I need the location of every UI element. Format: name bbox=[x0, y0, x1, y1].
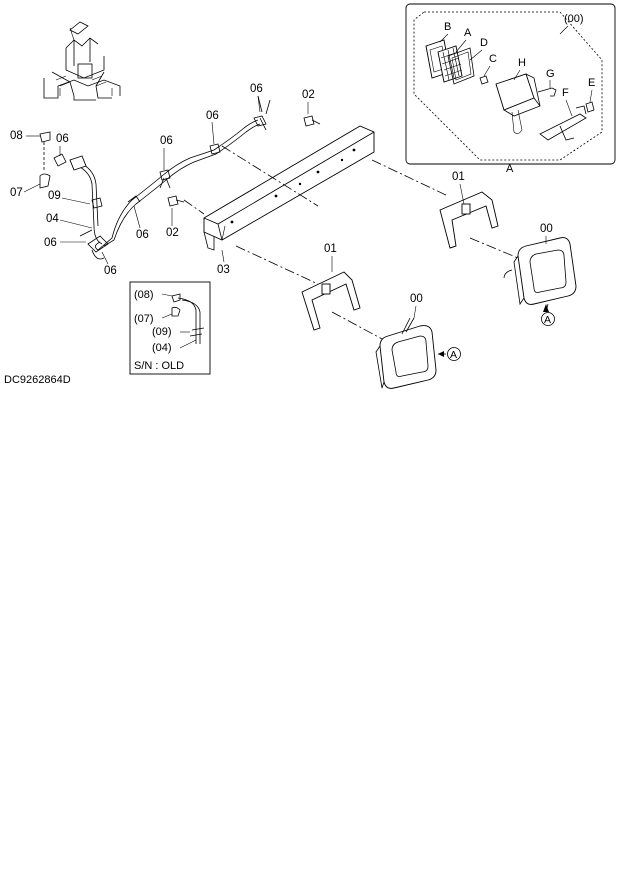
old-serial-box: (08) (07) (09) (04) S/N : OLD bbox=[129, 281, 211, 375]
assembly-lines bbox=[183, 145, 519, 341]
callout-01-a: 01 bbox=[452, 171, 465, 183]
machine-location-thumbnail bbox=[43, 21, 121, 101]
callout-b: B bbox=[444, 21, 451, 33]
callout-h: H bbox=[518, 57, 526, 69]
callout-06-c: 06 bbox=[104, 265, 117, 277]
callout-d: D bbox=[480, 37, 488, 49]
bolt-upper: 02 bbox=[302, 89, 321, 127]
callout-e: E bbox=[588, 77, 595, 89]
callout-c: C bbox=[489, 53, 497, 65]
callout-00-a: 00 bbox=[540, 223, 553, 235]
mounting-frame: 03 bbox=[203, 125, 375, 276]
callout-09: 09 bbox=[48, 190, 61, 202]
callout-06-d: 06 bbox=[136, 229, 149, 241]
callout-00-top: (00) bbox=[564, 13, 584, 25]
detail-a-box: (00) B A D C H G bbox=[405, 3, 616, 175]
callout-06-e: 06 bbox=[160, 135, 173, 147]
wire-harness: 08 06 07 09 04 06 06 06 06 06 06 bbox=[10, 83, 271, 277]
callout-00-b: 00 bbox=[410, 293, 423, 305]
callout-06-b: 06 bbox=[44, 237, 57, 249]
callout-06-a: 06 bbox=[56, 133, 69, 145]
callout-a: A bbox=[464, 27, 472, 39]
callout-07: 07 bbox=[10, 187, 23, 199]
callout-06-g: 06 bbox=[250, 83, 263, 95]
old-callout-04: (04) bbox=[152, 342, 172, 354]
callout-06-f: 06 bbox=[206, 110, 219, 122]
callout-02-a: 02 bbox=[302, 89, 315, 101]
callout-g: G bbox=[546, 68, 555, 80]
bolt-lower: 02 bbox=[166, 195, 185, 239]
callout-01-b: 01 bbox=[324, 243, 337, 255]
serial-note: S/N : OLD bbox=[134, 360, 184, 372]
callout-03: 03 bbox=[217, 264, 230, 276]
work-lamp-lower: 00 A bbox=[375, 293, 461, 389]
callout-02-b: 02 bbox=[166, 227, 179, 239]
old-callout-07: (07) bbox=[134, 313, 154, 325]
circle-a-lower: A bbox=[450, 349, 457, 361]
diagram-code: DC9262864D bbox=[4, 374, 71, 386]
old-callout-08: (08) bbox=[134, 289, 154, 301]
callout-08: 08 bbox=[10, 130, 23, 142]
work-lamp-right: 00 A bbox=[503, 223, 577, 326]
callout-f: F bbox=[562, 87, 569, 99]
bracket-right: 01 bbox=[439, 171, 499, 249]
circle-a-right: A bbox=[544, 314, 551, 326]
callout-04: 04 bbox=[46, 213, 59, 225]
detail-a-label: A bbox=[506, 163, 514, 175]
bracket-lower: 01 bbox=[301, 243, 361, 331]
old-callout-09: (09) bbox=[152, 326, 172, 338]
